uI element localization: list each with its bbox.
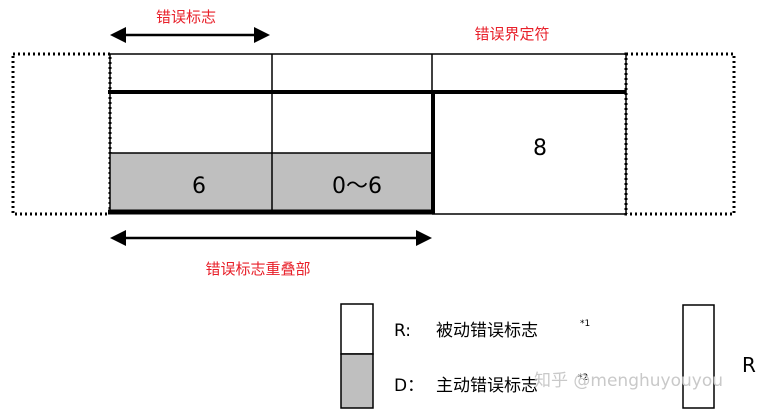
legend: R: 被动错误标志 *1 D： 主动错误标志 *2 R [340, 303, 756, 409]
error-flag-arrow [110, 27, 270, 43]
overlap-length: 0～6 [332, 174, 382, 199]
overlap-arrow [110, 230, 432, 246]
legend-r-side-box [682, 304, 715, 409]
right-dotted-frame [624, 52, 736, 216]
error-flag-label: 错误标志 [156, 8, 216, 26]
legend-d-footnote: *2 [578, 373, 588, 383]
left-dotted-frame [11, 52, 112, 216]
frame-grid [108, 53, 627, 215]
watermark: 知乎 @menghuyouyou [534, 371, 723, 391]
delimiter-length: 8 [533, 136, 547, 161]
legend-d-key: D： [394, 376, 424, 396]
error-flag-overlap-label: 错误标志重叠部 [205, 260, 310, 278]
legend-r-swatch [340, 303, 374, 355]
legend-r-text: 被动错误标志 [436, 321, 538, 341]
error-delimiter-label: 错误界定符 [474, 25, 549, 43]
active-flag-cell-6 [110, 153, 272, 212]
legend-r-footnote: *1 [580, 319, 590, 329]
legend-r-key: R: [394, 321, 411, 341]
legend-r-side-label: R [742, 353, 756, 377]
legend-d-text: 主动错误标志 [436, 376, 538, 396]
active-flag-cell-overlap [272, 153, 432, 212]
legend-d-swatch [340, 353, 374, 409]
passive-flag-length: 6 [192, 174, 206, 199]
